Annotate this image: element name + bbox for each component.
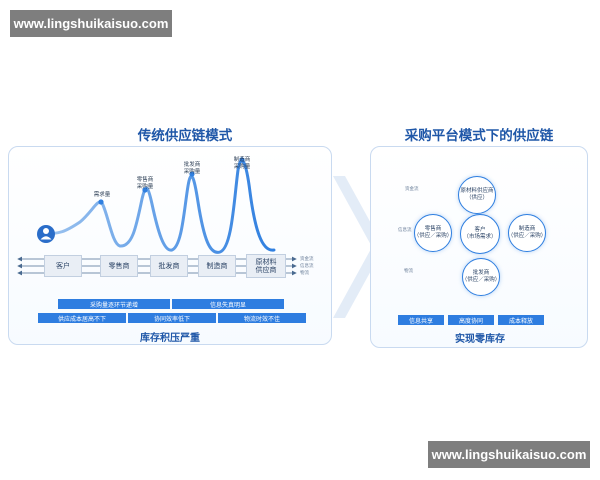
left-panel [8,146,332,345]
curve-label-retailer: 零售商 采购量 [136,177,154,190]
bar-info-sharing: 信息共享 [398,315,444,325]
left-title: 传统供应链模式 [137,128,233,144]
peak-dot-2 [142,187,148,193]
bar-high-cost: 供应成本居高不下 [38,313,126,323]
node-center-customer: 客户 （市场需求） [460,214,500,254]
demand-wave [38,159,276,254]
flow-label-logistics: 物流 [300,271,309,276]
node-manufacturer: 制造商 [198,255,236,277]
peak-dot-1 [98,199,104,205]
watermark-top: www.lingshuikaisuo.com [10,10,172,37]
left-summary: 库存积压严重 [140,333,200,344]
node-top-supplier: 原材料供应商 （供应） [458,176,496,214]
node-raw-supplier: 原材料 供应商 [246,254,286,278]
node-wholesaler: 批发商 [150,255,188,277]
customer-avatar-head [43,228,49,234]
peak-dot-4 [239,157,245,163]
watermark-bottom: www.lingshuikaisuo.com [428,441,590,468]
orbit-label-logistics: 物流 [404,269,413,274]
customer-avatar-body [40,236,52,240]
curve-label-demand: 需求量 [93,192,111,198]
node-customer: 客户 [44,255,82,277]
right-title: 采购平台模式下的供应链 [404,128,554,144]
node-right-manufacturer: 制造商 （供应／采购） [508,214,546,252]
flow-label-information: 信息流 [300,264,314,269]
orbit-label-information: 信息流 [398,228,412,233]
node-retailer: 零售商 [100,255,138,277]
right-summary: 实现零库存 [455,334,505,345]
bar-cost-release: 成本释放 [498,315,544,325]
bar-low-efficiency: 协同效率低下 [128,313,216,323]
orbit-label-capital: 资金流 [405,187,419,192]
bar-info-distortion: 信息失真明显 [172,299,284,309]
bar-high-coordination: 高度协同 [448,315,494,325]
peak-dot-3 [189,171,195,177]
bar-purchase-increase: 采购量逐环节递增 [58,299,170,309]
curve-label-wholesaler: 批发商 采购量 [183,162,201,175]
bar-poor-logistics: 物流时效不佳 [218,313,306,323]
flow-label-capital: 资金流 [300,257,314,262]
curve-label-manufacturer: 制造商 采购量 [233,157,251,170]
node-bottom-wholesaler: 批发商 （供应／采购） [462,258,500,296]
node-left-retailer: 零售商 （供应／采购） [414,214,452,252]
